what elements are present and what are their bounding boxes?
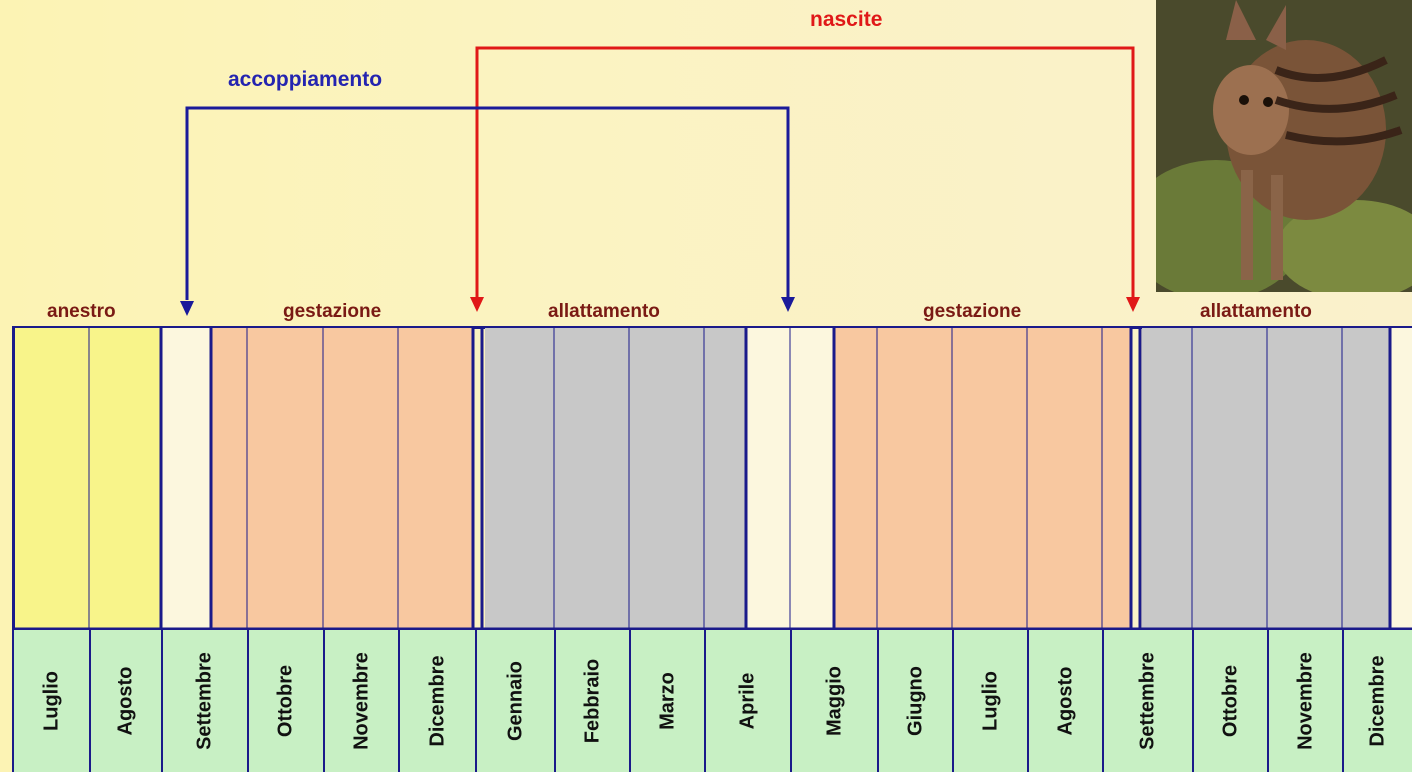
band-anestro (15, 328, 161, 630)
band-allattamento-2 (1142, 328, 1390, 630)
month-cell: Febbraio (554, 630, 629, 772)
month-cell: Maggio (790, 630, 877, 772)
month-cell: Giugno (877, 630, 952, 772)
phase-label-allattamento-1: allattamento (548, 301, 660, 322)
month-cell: Ottobre (1192, 630, 1267, 772)
births-label: nascite (810, 8, 883, 31)
phase-label-gestazione-1: gestazione (283, 301, 382, 322)
month-cell: Dicembre (1342, 630, 1412, 772)
month-cell: Luglio (952, 630, 1027, 772)
month-cell: Ottobre (247, 630, 323, 772)
phase-band (12, 326, 1412, 630)
cycle-arrows (180, 46, 1140, 316)
month-cell: Marzo (629, 630, 704, 772)
band-gridlines (12, 326, 1412, 632)
band-free-3 (1390, 328, 1412, 630)
mating-label: accoppiamento (228, 68, 383, 91)
month-cell: Settembre (161, 630, 247, 772)
phase-label-gestazione-2: gestazione (923, 301, 1022, 322)
month-cell: Agosto (1027, 630, 1102, 772)
month-cell: Gennaio (475, 630, 554, 772)
wild-boar-piglet-photo (1126, 0, 1412, 300)
band-gestazione-1 (211, 328, 473, 630)
month-cell: Agosto (89, 630, 161, 772)
month-cell: Settembre (1102, 630, 1192, 772)
month-cell: Aprile (704, 630, 790, 772)
month-cell: Luglio (12, 630, 89, 772)
month-cell: Dicembre (398, 630, 475, 772)
month-cell: Novembre (323, 630, 398, 772)
band-gestazione-2 (834, 328, 1131, 630)
phase-label-anestro: anestro (47, 301, 116, 322)
band-allattamento-1 (485, 328, 746, 630)
month-cell: Novembre (1267, 630, 1342, 772)
phase-label-allattamento-2: allattamento (1200, 301, 1312, 322)
band-free-1 (161, 328, 211, 630)
